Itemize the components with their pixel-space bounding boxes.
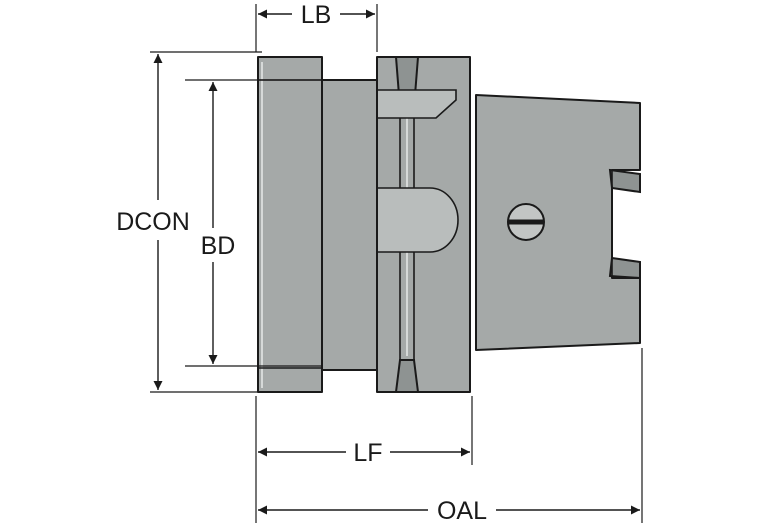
extension-lines (150, 4, 643, 523)
dimension-lf: LF (258, 439, 470, 467)
taper-shank (475, 94, 641, 351)
head-face (257, 56, 323, 393)
screw-icon (507, 203, 545, 241)
neck (321, 79, 378, 371)
drive-slot-upper (608, 168, 641, 194)
dimension-lb: LB (258, 1, 375, 29)
dimension-oal: OAL (258, 497, 640, 523)
key-slot (376, 187, 459, 253)
dim-label-dcon: DCON (116, 208, 190, 236)
dimension-bd: BD (201, 82, 236, 364)
flange-groove-lower (394, 359, 420, 393)
dim-label-lb: LB (301, 1, 332, 29)
drive-slot-lower (608, 256, 641, 280)
dimension-dcon: DCON (116, 54, 190, 390)
dim-label-bd: BD (201, 232, 236, 260)
dim-label-oal: OAL (437, 497, 487, 523)
dim-label-lf: LF (353, 439, 382, 467)
holder-body (257, 56, 641, 393)
